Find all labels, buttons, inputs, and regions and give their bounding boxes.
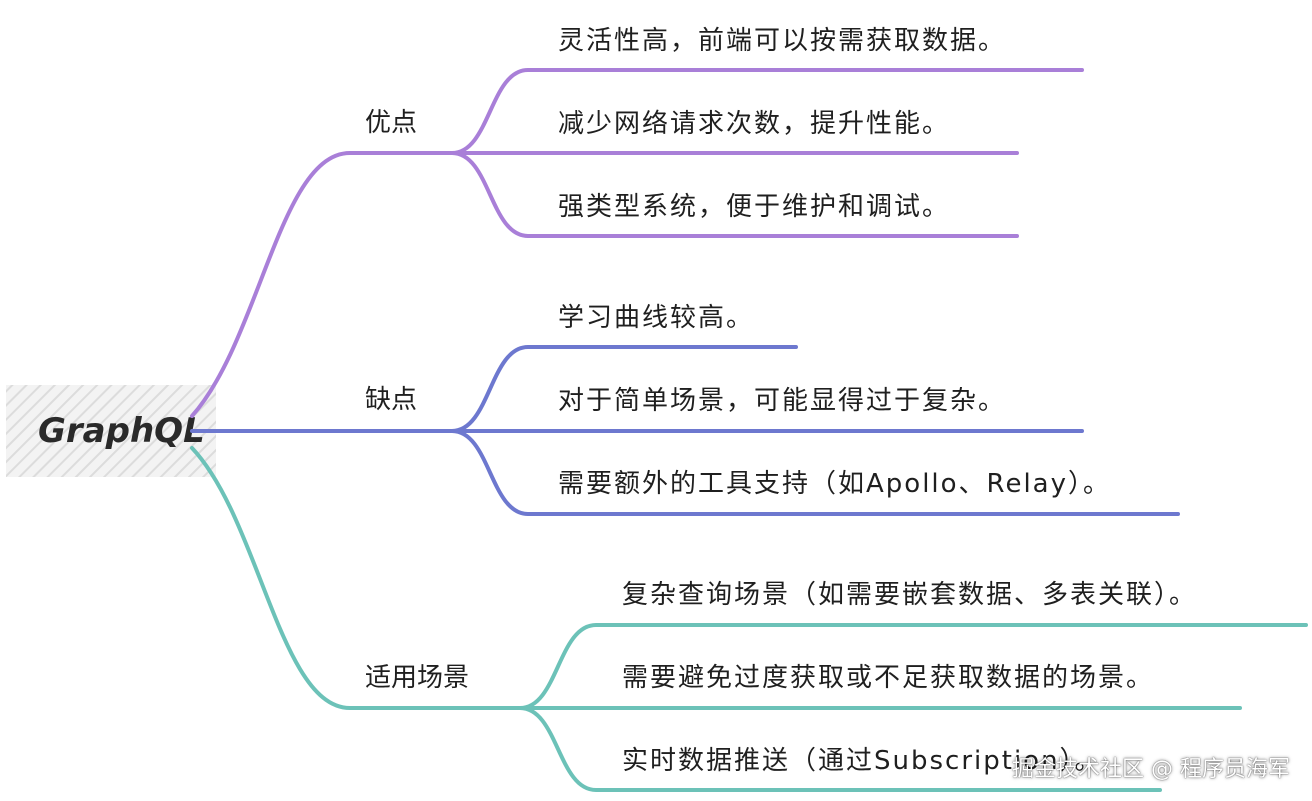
- leaf-use-case-3: 实时数据推送（通过Subscription）。: [622, 746, 1103, 776]
- connector-use-cases-leaf-3: [518, 706, 1162, 792]
- leaf-use-case-2: 需要避免过度获取或不足获取数据的场景。: [622, 663, 1154, 693]
- connector-use-cases-leaf-1: [518, 623, 1308, 710]
- branch-label-advantages: 优点: [365, 108, 417, 138]
- branch-advantages: 优点 灵活性高，前端可以按需获取数据。 减少网络请求次数，提升性能。 强类型系统…: [365, 26, 1084, 238]
- connector-root-to-branch-1: [190, 151, 454, 418]
- root-connectors: [190, 151, 522, 710]
- root-node-background: [6, 385, 216, 477]
- watermark: 掘金技术社区 @ 程序员海军: [1012, 757, 1290, 782]
- root-node-label: GraphQL: [38, 411, 205, 451]
- branch-label-use-cases: 适用场景: [365, 663, 469, 693]
- branch-disadvantages: 缺点 学习曲线较高。 对于简单场景，可能显得过于复杂。 需要额外的工具支持（如A…: [365, 303, 1180, 516]
- root-node: GraphQL: [6, 385, 216, 477]
- leaf-advantage-1: 灵活性高，前端可以按需获取数据。: [558, 26, 1006, 56]
- connector-root-to-branch-3: [190, 446, 522, 710]
- leaf-advantage-2: 减少网络请求次数，提升性能。: [558, 109, 950, 139]
- leaf-disadvantage-2: 对于简单场景，可能显得过于复杂。: [558, 386, 1006, 416]
- leaf-use-case-1: 复杂查询场景（如需要嵌套数据、多表关联）。: [622, 580, 1197, 610]
- leaf-disadvantage-3: 需要额外的工具支持（如Apollo、Relay）。: [558, 469, 1111, 499]
- connector-advantages-leaf-1: [450, 68, 1084, 155]
- connector-disadvantages-leaf-3: [450, 429, 1180, 516]
- connector-advantages-leaf-3: [450, 151, 1019, 238]
- branch-use-cases: 适用场景 复杂查询场景（如需要嵌套数据、多表关联）。 需要避免过度获取或不足获取…: [365, 580, 1308, 792]
- branch-label-disadvantages: 缺点: [365, 385, 417, 415]
- leaf-advantage-3: 强类型系统，便于维护和调试。: [558, 192, 950, 222]
- leaf-disadvantage-1: 学习曲线较高。: [558, 303, 754, 333]
- connector-disadvantages-leaf-1: [450, 345, 798, 433]
